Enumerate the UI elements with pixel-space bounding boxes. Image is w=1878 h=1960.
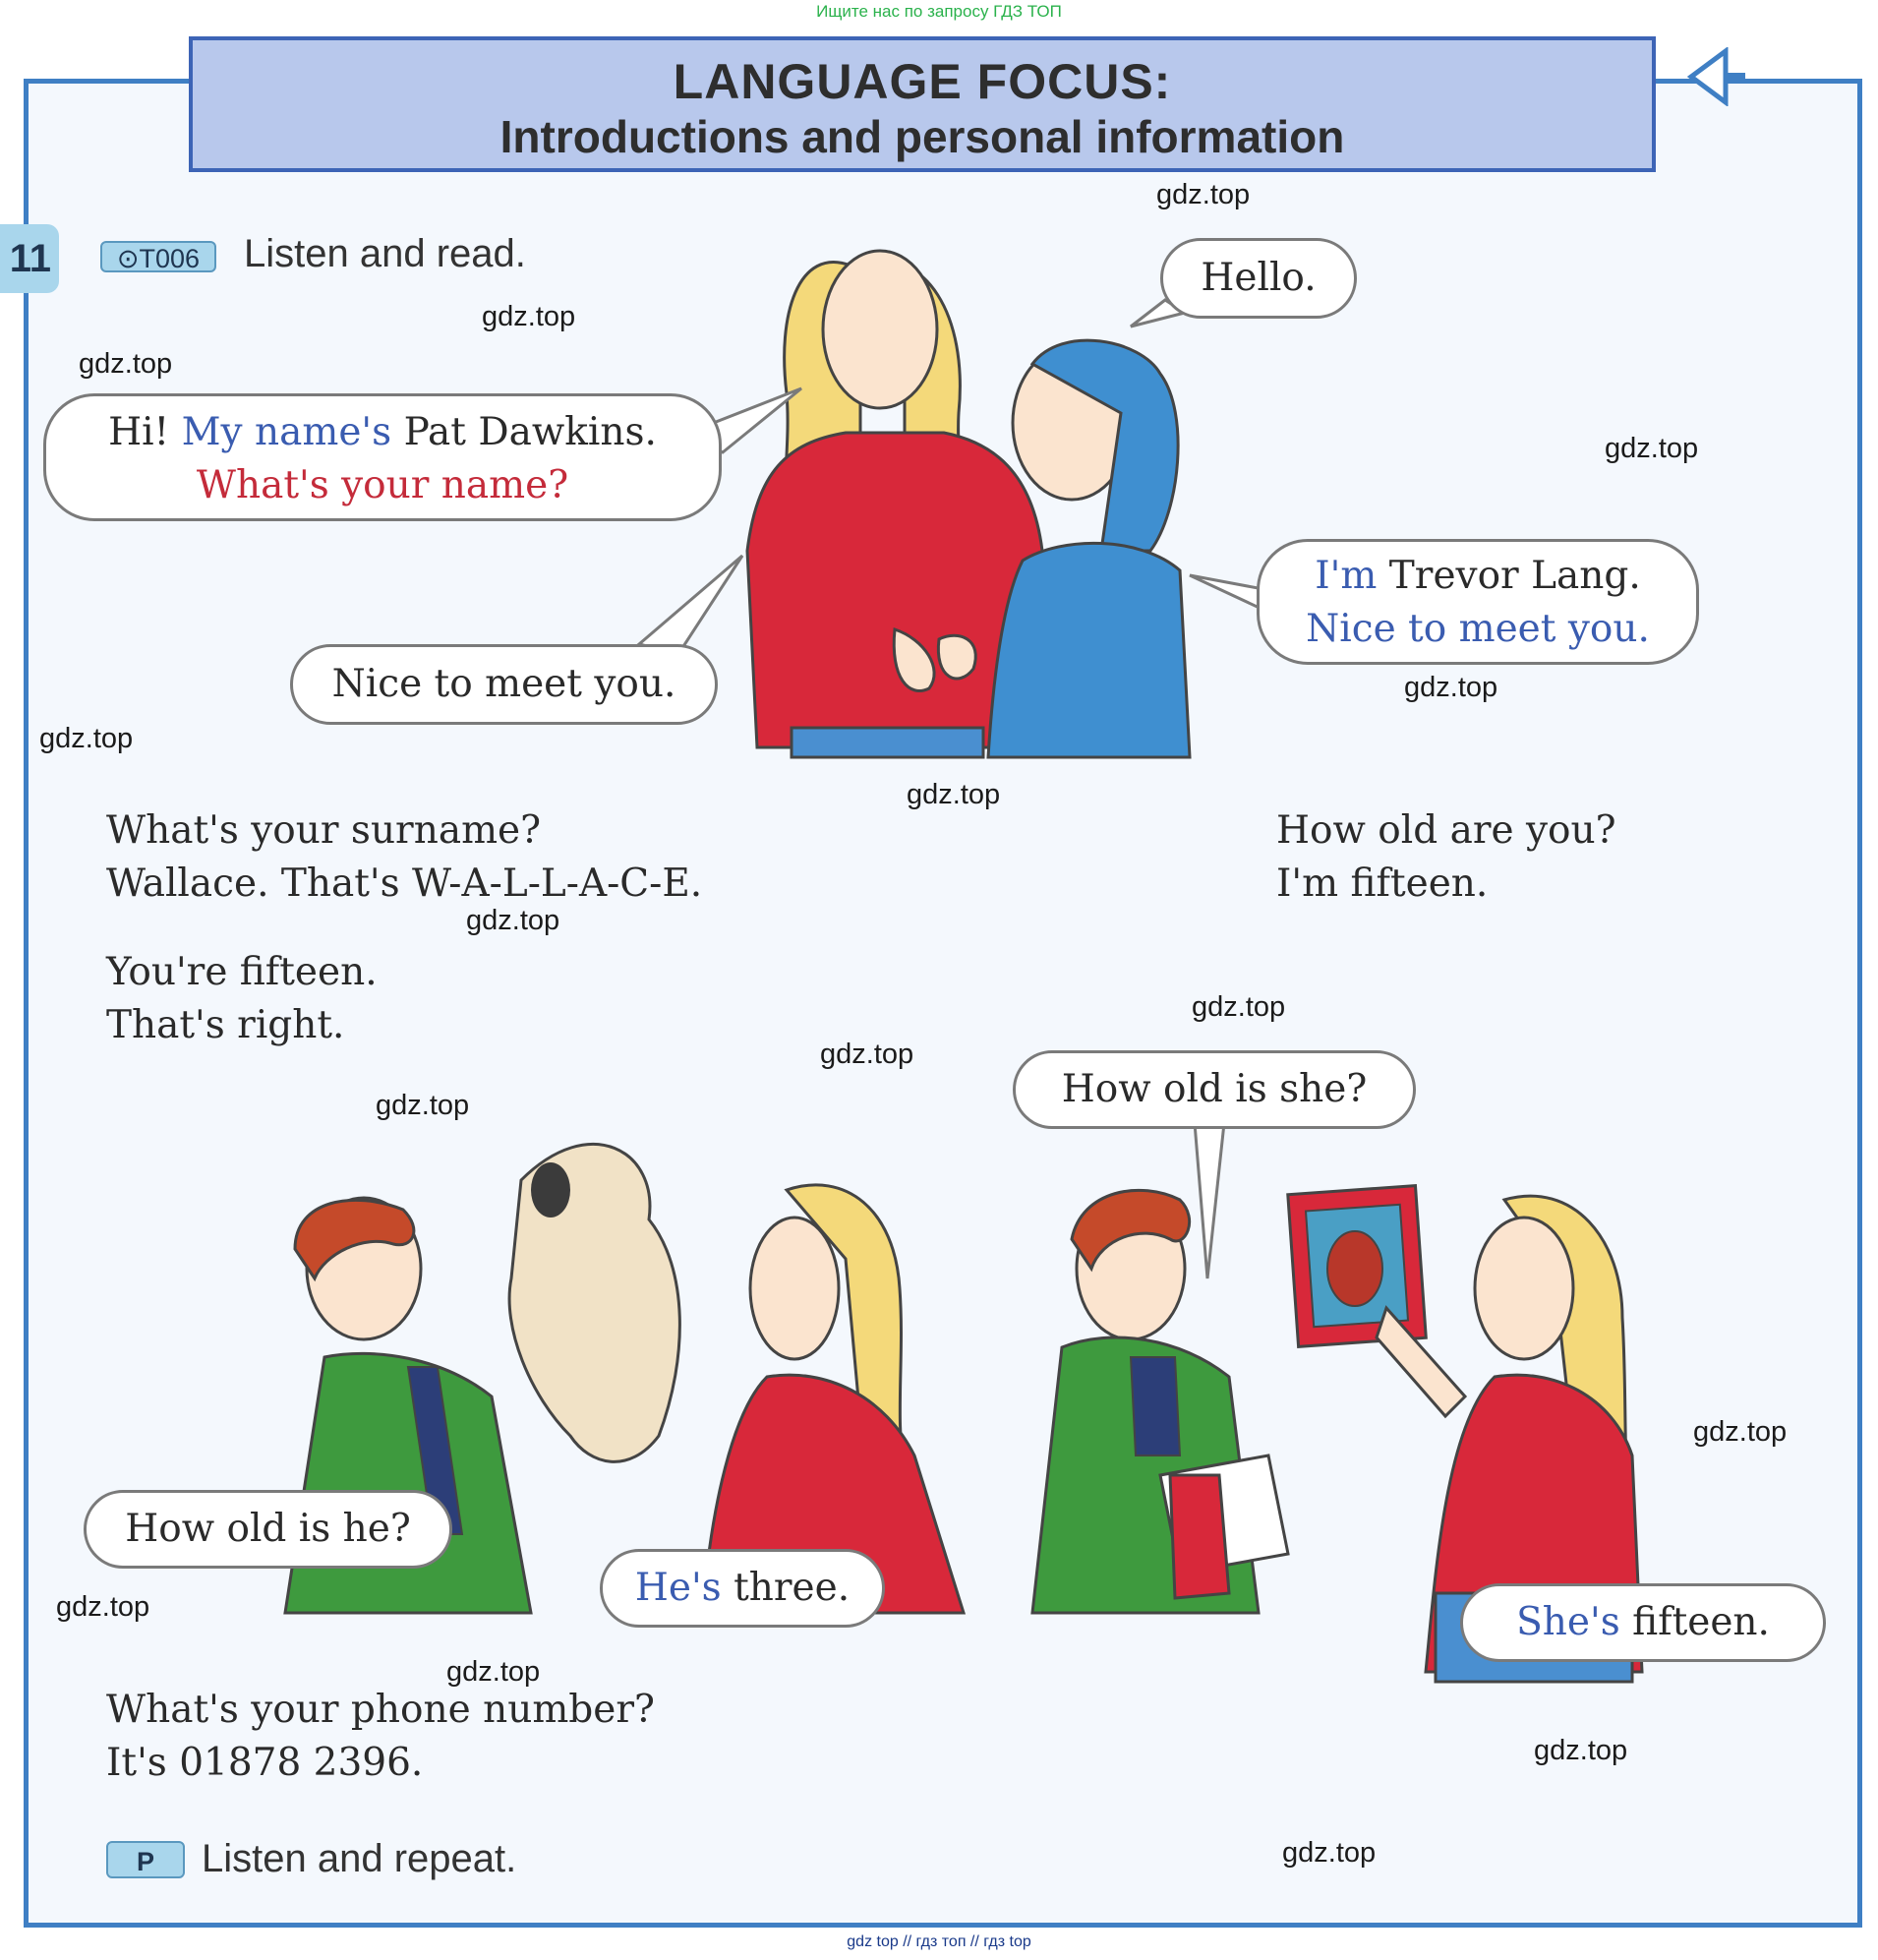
trevor-illustration <box>936 338 1192 759</box>
bubble-shes-fifteen: She's fifteen. <box>1460 1583 1826 1662</box>
confirm-question: You're fifteen. <box>106 950 378 994</box>
exercise-instruction: Listen and read. <box>244 232 526 275</box>
bottom-note: gdz top // гдз топ // гдз top <box>847 1933 1031 1950</box>
watermark: gdz.top <box>1605 433 1699 464</box>
banner-title: LANGUAGE FOCUS: <box>673 54 1172 109</box>
top-note: Ищите нас по запросу ГДЗ ТОП <box>816 2 1062 21</box>
bubble-hello: Hello. <box>1160 238 1357 319</box>
bubble-pat-intro: Hi! My name's Pat Dawkins. What's your n… <box>43 393 722 521</box>
watermark: gdz.top <box>820 1039 914 1070</box>
phone-question: What's your phone number? <box>106 1688 655 1732</box>
bubble-how-old-he: How old is he? <box>84 1490 452 1569</box>
watermark: gdz.top <box>1534 1735 1628 1766</box>
exercise-number: 11 <box>0 224 59 293</box>
bubble-trevor-intro: I'm Trevor Lang. Nice to meet you. <box>1257 539 1699 665</box>
watermark: gdz.top <box>907 779 1001 810</box>
watermark: gdz.top <box>376 1090 470 1121</box>
age-question: How old are you? <box>1276 808 1616 853</box>
surname-answer: Wallace. That's W-A-L-L-A-C-E. <box>106 861 703 906</box>
hes-text: He's <box>634 1566 722 1610</box>
watermark: gdz.top <box>1192 991 1286 1023</box>
watermark: gdz.top <box>56 1591 150 1623</box>
bubble-hes-three: He's three. <box>600 1549 885 1628</box>
dialogue-age: How old are you? I'm fifteen. <box>1276 804 1616 911</box>
dialogue-phone: What's your phone number? It's 01878 239… <box>106 1684 655 1790</box>
bubble-how-old-she: How old is she? <box>1013 1050 1416 1129</box>
watermark: gdz.top <box>1156 179 1251 210</box>
watermark: gdz.top <box>1282 1837 1377 1869</box>
pronunciation-badge[interactable]: P <box>106 1841 185 1878</box>
trevor-nice: Nice to meet you. <box>1306 607 1650 651</box>
audio-track-badge[interactable]: ⊙T006 <box>100 241 216 273</box>
watermark: gdz.top <box>79 348 173 380</box>
confirm-answer: That's right. <box>106 1003 345 1047</box>
watermark: gdz.top <box>446 1656 541 1688</box>
pat-question: What's your name? <box>196 463 569 507</box>
boy-with-notebook-illustration <box>1030 1188 1290 1615</box>
how-old-he-text: How old is he? <box>125 1507 411 1551</box>
arrow-left-icon <box>1686 47 1745 106</box>
how-old-she-text: How old is she? <box>1061 1067 1368 1111</box>
hello-text: Hello. <box>1201 256 1317 300</box>
pat-my-name: My name's <box>181 410 392 454</box>
dialogue-confirm: You're fifteen. That's right. <box>106 946 378 1052</box>
watermark: gdz.top <box>466 905 560 936</box>
bubble-nice-to-meet: Nice to meet you. <box>290 644 718 725</box>
three-text: three. <box>734 1566 851 1610</box>
watermark: gdz.top <box>1404 672 1498 703</box>
pat-intro-line: Hi! My name's Pat Dawkins. <box>46 406 719 459</box>
watermark: gdz.top <box>1693 1416 1788 1448</box>
language-focus-banner: LANGUAGE FOCUS: Introductions and person… <box>189 36 1656 172</box>
dialogue-surname: What's your surname? Wallace. That's W-A… <box>106 804 702 911</box>
framed-photo-illustration <box>1286 1184 1428 1348</box>
trevor-im: I'm <box>1315 554 1378 598</box>
watermark: gdz.top <box>39 723 134 754</box>
shes-text: She's <box>1516 1600 1620 1644</box>
nice-text: Nice to meet you. <box>331 662 676 706</box>
pronunciation-instruction: Listen and repeat. <box>202 1837 517 1880</box>
watermark: gdz.top <box>482 301 576 332</box>
fifteen-text: fifteen. <box>1632 1600 1770 1644</box>
phone-answer: It's 01878 2396. <box>106 1741 424 1785</box>
surname-question: What's your surname? <box>106 808 542 853</box>
pat-name: Pat Dawkins. <box>403 410 657 454</box>
pat-illustration <box>745 249 1044 759</box>
banner-subtitle: Introductions and personal information <box>499 111 1345 162</box>
pat-hi: Hi! <box>108 410 170 454</box>
age-answer: I'm fifteen. <box>1276 861 1489 906</box>
trevor-name: Trevor Lang. <box>1388 554 1641 598</box>
